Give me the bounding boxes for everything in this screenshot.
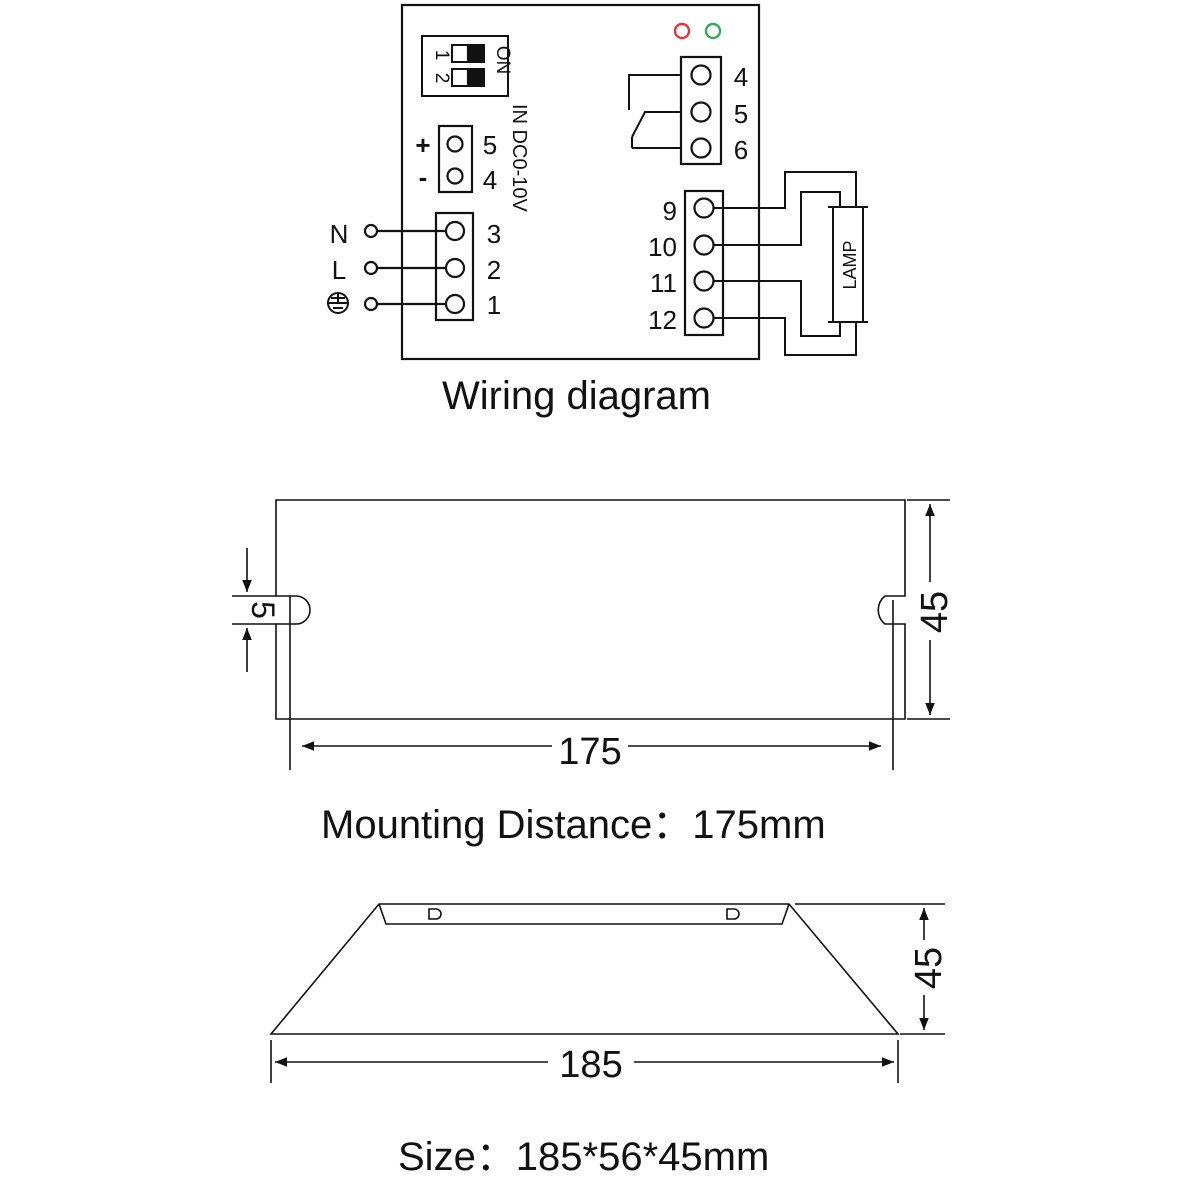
relay-terminal-6 <box>690 137 712 159</box>
side-hole-left <box>428 908 442 920</box>
size-caption: Size：185*56*45mm <box>398 1135 770 1179</box>
dim-175-value: 175 <box>558 731 621 773</box>
dc-terminal-plus <box>446 135 464 153</box>
dim-45-value-top: 45 <box>914 591 956 633</box>
housing-trapezoid <box>269 903 900 1035</box>
dc-num-5: 5 <box>483 130 497 160</box>
mains-num-2: 2 <box>487 255 501 285</box>
device-body <box>400 3 761 361</box>
relay-contact-symbol <box>628 74 681 149</box>
mains-terminal-block <box>434 211 475 322</box>
top-view-drawing <box>232 499 950 770</box>
mains-wire-n: N <box>330 219 349 249</box>
mains-terminal-1 <box>444 293 466 315</box>
mains-terminal-3 <box>444 220 466 242</box>
lamp-terminal-11 <box>693 270 715 292</box>
dip-switch <box>421 35 509 97</box>
dim-185-value: 185 <box>559 1044 622 1086</box>
dc-terminal-block <box>437 124 474 194</box>
mains-wire-l: L <box>332 255 346 285</box>
side-hole-right <box>726 908 740 920</box>
relay-num-6: 6 <box>734 135 748 165</box>
relay-terminal-5 <box>690 101 712 123</box>
dc-num-4: 4 <box>483 165 497 195</box>
dc-minus-sign: - <box>419 162 428 192</box>
wiring-diagram-caption: Wiring diagram <box>442 374 711 418</box>
top-flange <box>378 903 790 925</box>
relay-terminal-block <box>679 55 723 166</box>
side-view-drawing <box>269 903 945 1083</box>
dip-on-label: ON <box>492 46 513 75</box>
relay-num-4: 4 <box>734 62 748 92</box>
lamp-terminal-block <box>683 189 725 337</box>
wiring-diagram: ON 1 2 IN DC0-10V + - 5 4 N L 3 <box>327 3 868 361</box>
mains-num-1: 1 <box>487 290 501 320</box>
dip-label-1: 1 <box>431 50 452 61</box>
lamp-terminal-10 <box>693 234 715 256</box>
mains-terminal-2 <box>444 257 466 279</box>
relay-num-5: 5 <box>734 99 748 129</box>
lamp-label: LAMP <box>840 240 860 289</box>
relay-terminal-4 <box>690 64 712 86</box>
dip-label-2: 2 <box>431 73 452 84</box>
lamp-terminal-9 <box>693 197 715 219</box>
lamp-num-11: 11 <box>650 268 677 298</box>
dim-45-value-side: 45 <box>908 947 950 989</box>
dc-terminal-minus <box>446 167 464 185</box>
input-label: IN DC0-10V <box>508 104 530 212</box>
mains-num-3: 3 <box>487 219 501 249</box>
ground-icon <box>327 292 349 314</box>
lamp-num-10: 10 <box>648 232 677 262</box>
lamp-terminal-12 <box>693 307 715 329</box>
lamp-num-9: 9 <box>663 196 677 226</box>
dim-5-value: 5 <box>245 601 281 619</box>
lamp-tube <box>828 206 868 323</box>
lamp-num-12: 12 <box>648 305 677 335</box>
mounting-distance-caption: Mounting Distance：175mm <box>321 803 826 847</box>
indicator-led-green <box>704 22 722 40</box>
dc-plus-sign: + <box>415 130 430 160</box>
mounting-plate <box>275 499 906 720</box>
lamp-wiring <box>714 171 857 356</box>
indicator-led-red <box>673 22 691 40</box>
